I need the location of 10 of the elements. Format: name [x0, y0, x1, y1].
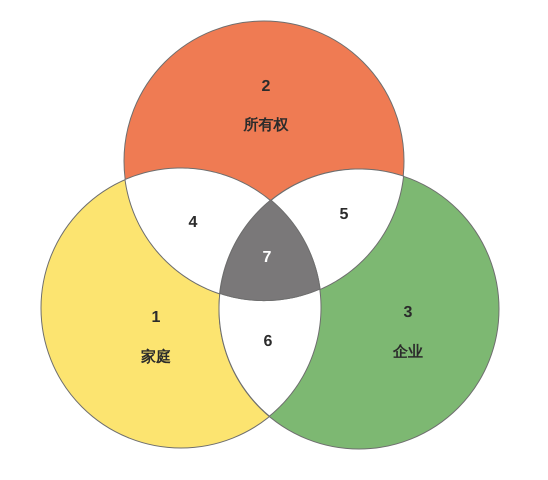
region-label: 企业 [393, 344, 423, 360]
region-number: 2 [262, 79, 270, 95]
region-number: 3 [404, 305, 412, 321]
region-number: 6 [264, 334, 272, 350]
region-number: 1 [152, 310, 160, 326]
region-number: 7 [262, 250, 272, 266]
region-number: 4 [188, 214, 198, 231]
region-number: 5 [340, 206, 348, 223]
region-label: 所有权 [244, 118, 288, 132]
region-label: 家庭 [141, 350, 171, 364]
